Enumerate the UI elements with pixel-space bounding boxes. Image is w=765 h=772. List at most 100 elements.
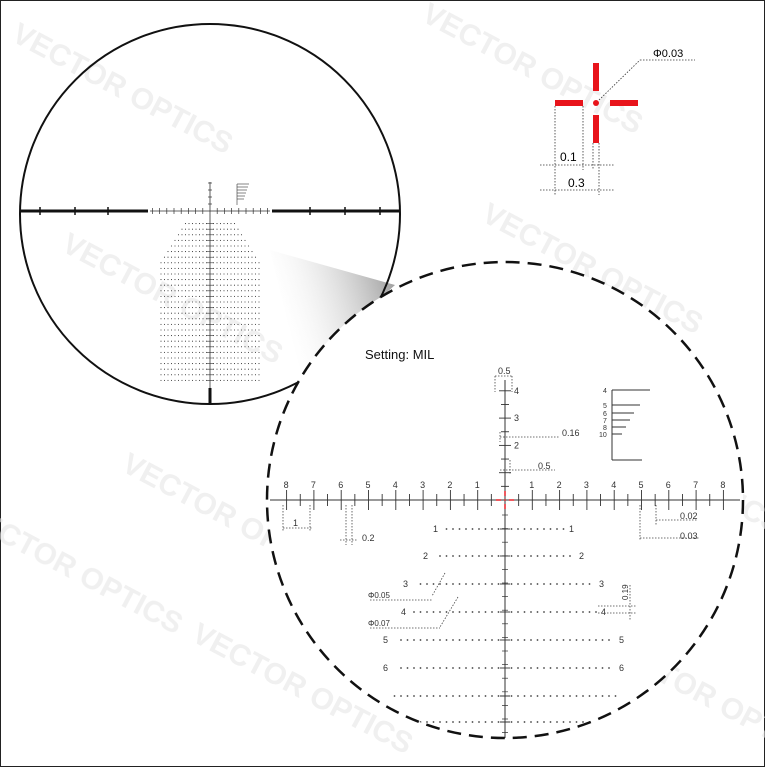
overview-holdover-dot <box>170 267 173 269</box>
overview-holdover-dot <box>251 379 253 381</box>
overview-holdover-dot <box>167 335 169 337</box>
overview-holdover-dot <box>184 301 187 303</box>
holdover-dot <box>569 639 571 641</box>
overview-holdover-dot <box>254 284 257 286</box>
overview-holdover-dot <box>233 234 236 236</box>
holdover-dot <box>517 611 519 613</box>
overview-holdover-dot <box>174 295 176 297</box>
overview-holdover-dot <box>184 295 187 297</box>
overview-holdover-dot <box>233 335 236 337</box>
overview-holdover-dot <box>254 312 257 314</box>
overview-holdover-dot <box>198 228 201 230</box>
overview-holdover-dot <box>251 323 253 325</box>
callout-line <box>431 572 446 597</box>
overview-holdover-dot <box>247 290 250 292</box>
overview-holdover-dot <box>160 301 162 303</box>
holdover-dot <box>575 639 578 641</box>
overview-holdover-dot <box>230 357 232 359</box>
holdover-dot <box>517 528 519 530</box>
overview-holdover-dot <box>202 307 204 309</box>
overview-holdover-dot <box>247 284 250 286</box>
holdover-dot <box>458 583 461 585</box>
overview-holdover-dot <box>174 267 176 269</box>
overview-holdover-dot <box>195 357 197 359</box>
holdover-dot <box>523 695 526 697</box>
overview-holdover-dot <box>191 262 194 264</box>
overview-holdover-dot <box>212 245 215 247</box>
overview-holdover-dot <box>247 368 250 370</box>
overview-holdover-dot <box>212 251 215 253</box>
overview-holdover-dot <box>191 335 194 337</box>
holdover-dot <box>569 583 571 585</box>
ranging-scale-label: 10 <box>599 432 607 439</box>
overview-holdover-dot <box>177 340 180 342</box>
overview-holdover-dot <box>191 357 194 359</box>
overview-holdover-dot <box>247 262 250 264</box>
overview-holdover-dot <box>198 234 201 236</box>
overview-holdover-dot <box>212 279 215 281</box>
holdover-dot <box>549 583 552 585</box>
holdover-dot <box>478 721 480 723</box>
overview-holdover-dot <box>233 251 236 253</box>
overview-holdover-dot <box>240 234 243 236</box>
overview-holdover-dot <box>258 273 260 275</box>
overview-holdover-dot <box>188 239 190 241</box>
overview-holdover-dot <box>226 228 229 230</box>
overview-holdover-dot <box>219 379 222 381</box>
v-scale-label-4: 4 <box>514 386 519 396</box>
overview-holdover-dot <box>230 329 232 331</box>
overview-holdover-dot <box>233 323 236 325</box>
holdover-dot <box>614 721 617 723</box>
overview-holdover-dot <box>212 307 215 309</box>
overview-holdover-dot <box>219 256 222 258</box>
overview-holdover-dot <box>226 329 229 331</box>
holdover-dot <box>465 639 467 641</box>
overview-holdover-dot <box>251 256 253 258</box>
overview-holdover-dot <box>163 340 166 342</box>
holdover-dot <box>445 667 448 669</box>
overview-holdover-dot <box>240 368 243 370</box>
overview-holdover-dot <box>233 379 236 381</box>
holdover-dot <box>536 639 539 641</box>
overview-holdover-dot <box>170 329 173 331</box>
holdover-dot <box>497 555 500 557</box>
holdover-dot <box>562 583 565 585</box>
holdover-dot <box>582 695 584 697</box>
overview-holdover-dot <box>230 251 232 253</box>
holdover-label-left: 1 <box>433 524 438 534</box>
overview-holdover-dot <box>167 273 169 275</box>
overview-holdover-dot <box>205 301 208 303</box>
overview-holdover-dot <box>191 256 194 258</box>
holdover-dot <box>543 721 545 723</box>
overview-holdover-dot <box>177 245 180 247</box>
holdover-dot <box>439 695 441 697</box>
holdover-label-right: 4 <box>601 607 606 617</box>
overview-holdover-dot <box>198 301 201 303</box>
h-scale-label: 8 <box>284 480 289 490</box>
holdover-dot <box>543 555 545 557</box>
overview-holdover-dot <box>254 262 257 264</box>
holdover-dot <box>510 695 513 697</box>
overview-holdover-dot <box>184 245 187 247</box>
overview-holdover-dot <box>184 323 187 325</box>
overview-holdover-dot <box>240 335 243 337</box>
overview-holdover-dot <box>177 363 180 365</box>
overview-holdover-dot <box>170 295 173 297</box>
overview-holdover-dot <box>174 301 176 303</box>
holdover-dot <box>543 583 545 585</box>
overview-holdover-dot <box>202 346 204 348</box>
overview-holdover-dot <box>240 329 243 331</box>
overview-holdover-dot <box>237 273 239 275</box>
overview-holdover-dot <box>219 223 222 225</box>
holdover-dot <box>419 695 422 697</box>
overview-holdover-dot <box>177 374 180 376</box>
left-callout-label: 1 <box>293 518 298 528</box>
overview-holdover-dot <box>184 318 187 320</box>
overview-holdover-dot <box>251 340 253 342</box>
overview-holdover-dot <box>198 295 201 297</box>
holdover-dot <box>569 555 571 557</box>
overview-holdover-dot <box>254 279 257 281</box>
holdover-dot <box>445 639 448 641</box>
overview-holdover-dot <box>247 267 250 269</box>
overview-holdover-dot <box>167 279 169 281</box>
